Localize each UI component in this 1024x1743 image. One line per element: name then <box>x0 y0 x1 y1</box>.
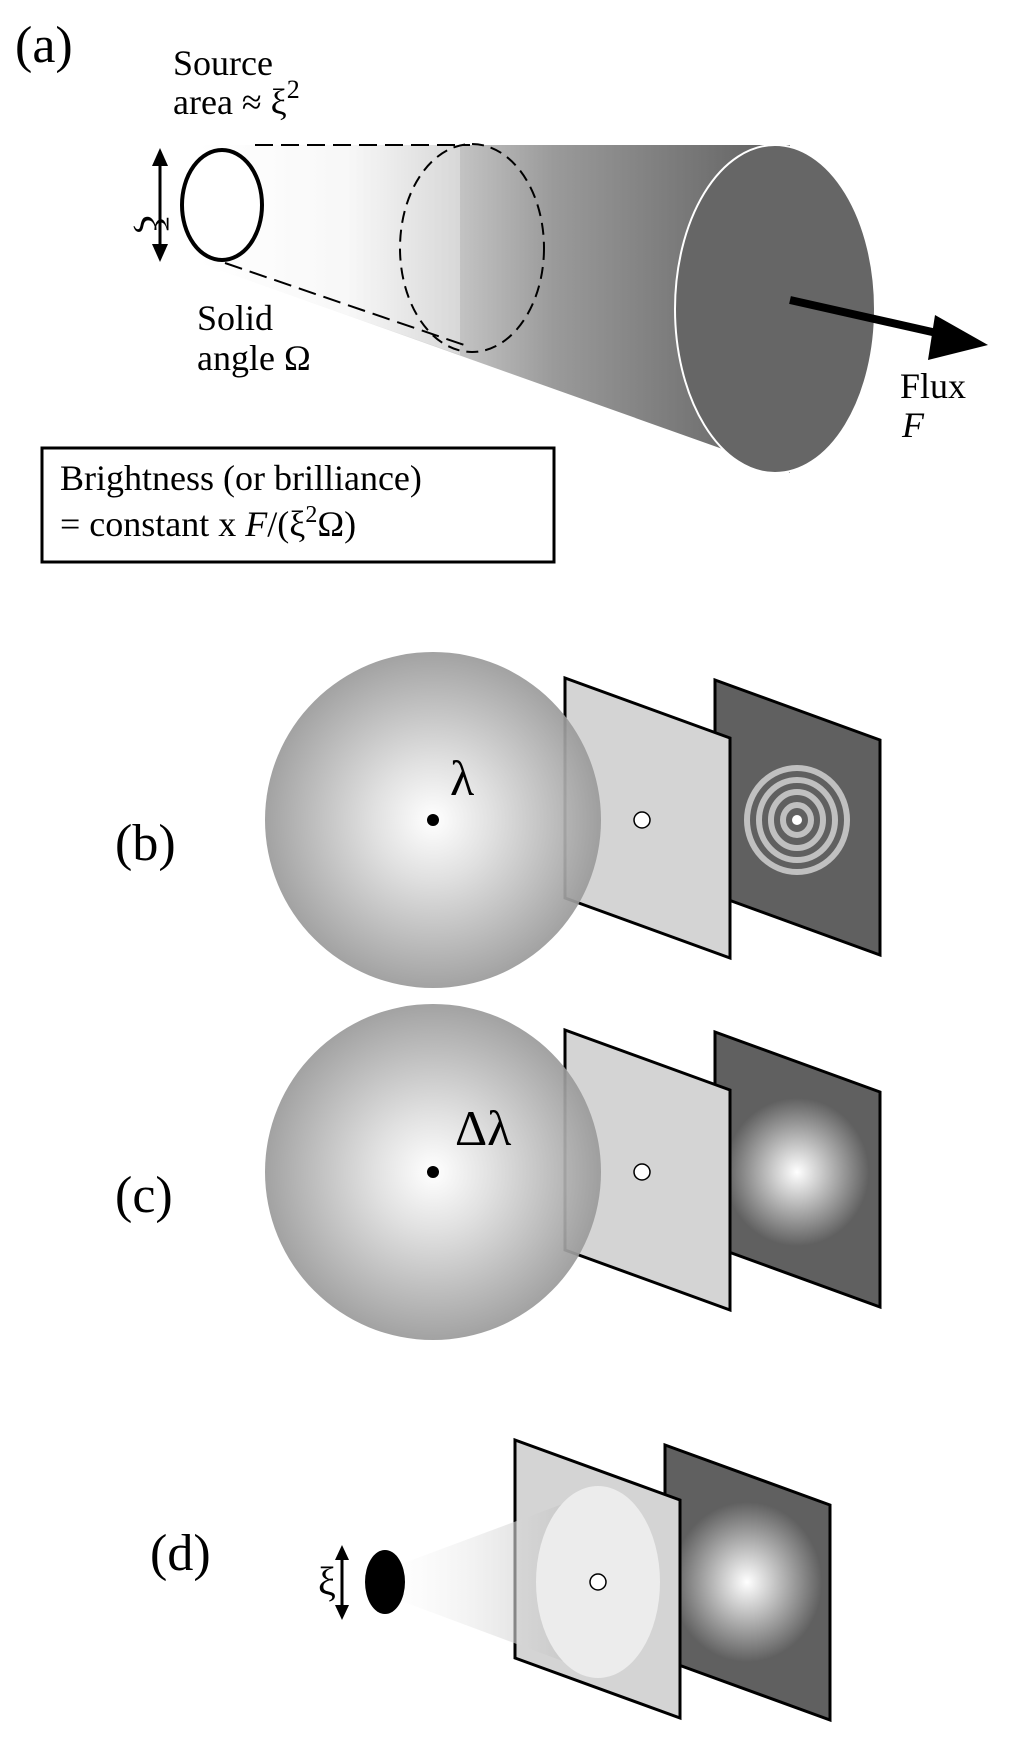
interference-rings <box>744 765 850 875</box>
spot-d <box>672 1502 822 1662</box>
dashed-cross-section <box>399 143 545 353</box>
brightness-line1: Brightness (or brilliance) <box>60 458 422 498</box>
panel-d-label: (d) <box>150 1525 211 1582</box>
small-source-d <box>365 1550 405 1614</box>
solid-angle-line1: Solid <box>197 298 273 338</box>
flux-label-line1: Flux <box>900 366 966 406</box>
source-ellipse <box>180 148 264 262</box>
panel-b: (b) λ <box>115 652 882 988</box>
flux-arrow-head <box>928 315 988 360</box>
pinhole-d <box>589 1573 607 1591</box>
pinhole-c <box>633 1163 651 1181</box>
panel-c: (c) Δλ <box>115 1004 882 1340</box>
point-source-c <box>427 1166 439 1178</box>
beam-body <box>200 145 790 473</box>
solid-angle-line2: angle Ω <box>197 338 311 378</box>
brightness-box <box>40 446 556 564</box>
beam-end-disc <box>674 144 876 474</box>
lambda-label: λ <box>450 750 474 806</box>
brightness-line2: = constant x F/(ξ2Ω) <box>60 502 356 544</box>
flux-arrow-shaft <box>789 296 951 340</box>
xi-double-arrow <box>152 148 168 262</box>
panel-a: (a) ξ Source area ≈ ξ2 Solid angle <box>15 17 988 564</box>
panel-c-label: (c) <box>115 1167 173 1224</box>
delta-lambda-label: Δλ <box>455 1100 511 1156</box>
panel-b-label: (b) <box>115 815 176 872</box>
panel-a-label: (a) <box>15 17 73 74</box>
source-label-line1: Source <box>173 43 273 83</box>
source-label-line2: area ≈ ξ2 <box>173 75 300 122</box>
dashed-bottom-edge <box>224 262 471 348</box>
xi-double-arrow-d <box>335 1545 349 1620</box>
blurred-spot-c <box>725 1098 869 1246</box>
xi-label-a: ξ <box>131 215 176 233</box>
flux-label-line2: F <box>901 405 925 445</box>
point-source-b <box>427 814 439 826</box>
xi-label-d: ξ <box>318 1559 336 1604</box>
pinhole-b <box>633 811 651 829</box>
panel-d: (d) ξ <box>150 1437 832 1723</box>
